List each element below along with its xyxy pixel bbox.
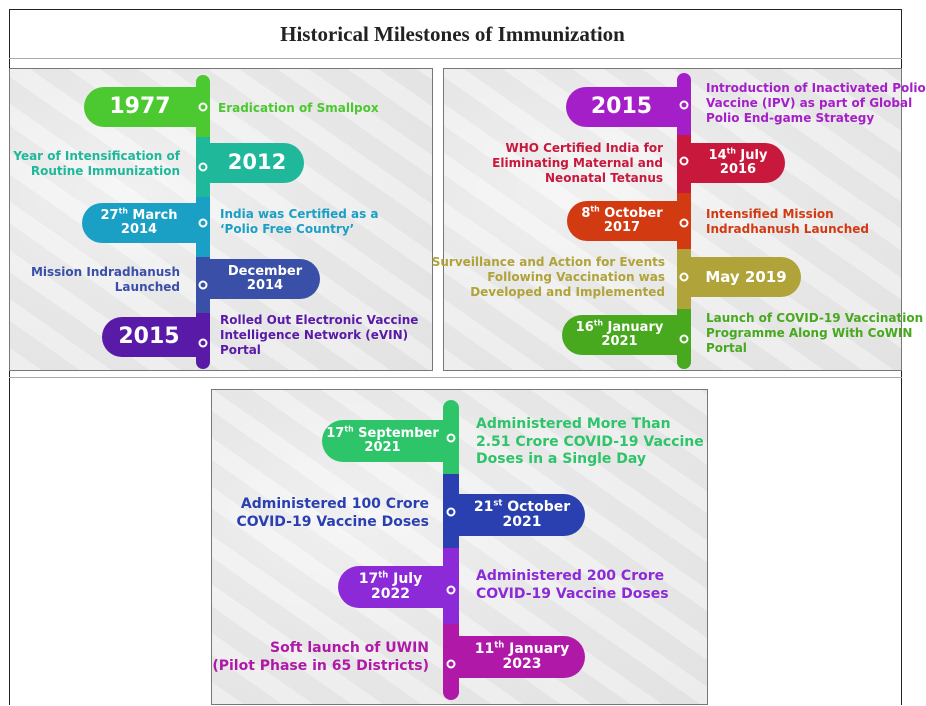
spine-segment [196, 257, 210, 313]
pill-date-line: 8th October [581, 204, 663, 221]
pill-date-line: 11th January [474, 638, 570, 657]
pill-year-line: 2016 [719, 162, 757, 177]
spine-segment [443, 624, 459, 700]
milestone-text: Introduction of Inactivated Polio Vaccin… [706, 81, 926, 125]
milestone-text: Mission Indradhanush Launched [30, 265, 180, 294]
timeline-node-icon [679, 218, 689, 228]
milestone-text: Year of Intensification of Routine Immun… [13, 149, 180, 178]
timeline-node-icon [446, 585, 456, 595]
spine-segment [677, 135, 691, 193]
milestone-text: Eradication of Smallpox [218, 101, 379, 115]
timeline-node-icon [446, 433, 456, 443]
spine-segment [677, 309, 691, 369]
milestone-text: Surveillance and Action for Events Follo… [431, 255, 665, 299]
spine-segment [677, 73, 691, 135]
milestone-date-pill: 21st October 2021 [459, 494, 585, 536]
milestone-date-pill: December 2014 [210, 259, 320, 299]
pill-date-line: 16th January [575, 318, 664, 335]
pill-date-line: 17th July [358, 568, 423, 587]
milestone-text: Administered 100 Crore COVID-19 Vaccine … [236, 496, 429, 530]
milestone-date-pill: 11th January 2023 [459, 636, 585, 678]
timeline-panel-2: 2015 Introduction of Inactivated Polio V… [432, 68, 926, 371]
pill-year-line: 2021 [364, 440, 401, 455]
milestone-date-pill: 17th September 2021 [322, 420, 443, 462]
spine-segment [196, 313, 210, 369]
page-title: Historical Milestones of Immunization [280, 22, 625, 46]
milestone-date-pill: 2015 [102, 317, 196, 357]
milestone-date-pill: 14th July 2016 [691, 143, 785, 183]
pill-year-line: 2023 [502, 656, 542, 672]
milestone-text: Intensified Mission Indradhanush Launche… [706, 207, 870, 236]
spine-segment [443, 548, 459, 624]
timeline-node-icon [198, 338, 208, 348]
timeline-node-icon [679, 272, 689, 282]
milestone-text: India was Certified as a ‘Polio Free Cou… [220, 207, 379, 236]
pill-year-line: 2021 [601, 334, 638, 349]
milestone-date-pill: 27th March 2014 [82, 203, 196, 243]
pill-date-line: 14th July [708, 146, 768, 163]
timeline-panel-1: 1977 Eradication of Smallpox Year of Int… [9, 68, 433, 371]
milestone-text: WHO Certified India for Eliminating Mate… [492, 141, 663, 185]
pill-date-line: 17th September [326, 424, 439, 441]
spine-segment [677, 193, 691, 249]
timeline-node-icon [198, 218, 208, 228]
spine-segment [196, 197, 210, 257]
pill-year-line: 2022 [371, 586, 410, 602]
timeline-node-icon [198, 162, 208, 172]
pill-year-line: 2017 [603, 220, 641, 235]
spine-segment [443, 474, 459, 548]
spine-segment [196, 137, 210, 197]
milestone-date-pill: 1977 [84, 87, 196, 127]
spine-segment [443, 400, 459, 474]
pill-date-line: 21st October [473, 496, 571, 515]
timeline-spine [196, 75, 210, 369]
milestone-text: Administered More Than 2.51 Crore COVID-… [476, 416, 704, 467]
pill-year-line: 2014 [120, 222, 158, 237]
milestone-text: Administered 200 Crore COVID-19 Vaccine … [476, 568, 669, 602]
spine-segment [196, 75, 210, 137]
timeline-spine [443, 400, 459, 700]
timeline-node-icon [198, 102, 208, 112]
timeline-node-icon [679, 100, 689, 110]
milestone-date-pill: 16th January 2021 [562, 315, 677, 355]
milestone-text: Rolled Out Electronic Vaccine Intelligen… [220, 313, 419, 357]
timeline-node-icon [679, 156, 689, 166]
timeline-node-icon [446, 659, 456, 669]
milestone-text: Launch of COVID-19 Vaccination Programme… [706, 311, 924, 355]
spine-segment [677, 249, 691, 309]
milestone-date-pill: 2012 [210, 143, 304, 183]
milestone-date-pill: 17th July 2022 [338, 566, 443, 608]
timeline-node-icon [679, 334, 689, 344]
milestone-text: Soft launch of UWIN (Pilot Phase in 65 D… [212, 640, 429, 674]
row-divider [9, 377, 902, 378]
timeline-panel-3: 17th September 2021 Administered More Th… [211, 389, 708, 705]
pill-date-line: 27th March [100, 206, 178, 223]
timeline-spine [677, 73, 691, 369]
milestone-date-pill: 8th October 2017 [567, 201, 677, 241]
milestone-date-pill: May 2019 [691, 257, 801, 297]
title-divider [9, 58, 902, 59]
pill-year-line: 2021 [502, 514, 542, 530]
timeline-node-icon [198, 280, 208, 290]
milestone-date-pill: 2015 [566, 87, 677, 127]
timeline-node-icon [446, 507, 456, 517]
